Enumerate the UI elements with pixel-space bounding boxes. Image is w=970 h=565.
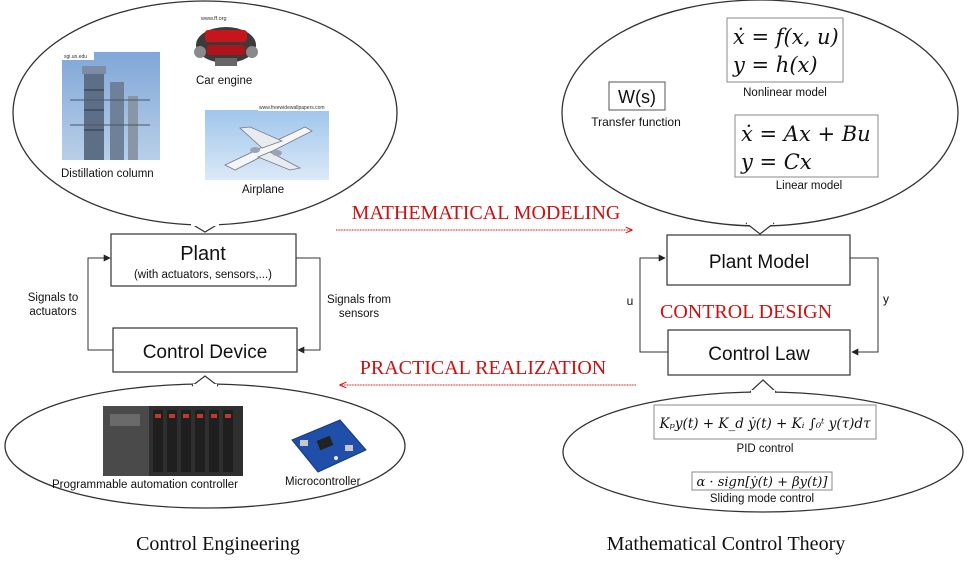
nonlinear-model-label: Nonlinear model [743, 87, 827, 99]
plant-title: Plant [180, 243, 226, 265]
transfer-function-label: Transfer function [591, 115, 681, 129]
signals-from-label-2: sensors [339, 308, 380, 320]
y-feedback-arrow [850, 257, 879, 356]
linear-model-label: Linear model [776, 180, 842, 192]
plant-model-box [666, 234, 851, 286]
signals-from-label-1: Signals from [327, 294, 391, 306]
plant-subtitle: (with actuators, sensors,...) [134, 269, 272, 281]
transfer-function-symbol: W(s) [618, 87, 656, 107]
plant-box [110, 233, 297, 287]
distillation-column-label: Distillation column [61, 168, 154, 180]
pid-box [653, 404, 877, 440]
pac-label: Programmable automation controller [52, 479, 238, 491]
car-engine-image: www.ff.org [193, 16, 258, 70]
u-label: u [627, 294, 634, 308]
linear-eq-1: ẋ = Ax + Bu [741, 122, 871, 146]
models-bubble: W(s) Transfer function ẋ = f(x, u) y = h… [561, 0, 959, 235]
control-device-block: Control Device [112, 327, 298, 373]
y-label: y [883, 292, 889, 306]
plant-examples-bubble: sgi.un.edu Distillation column www.ff.or… [12, 0, 398, 233]
airplane-label: Airplane [242, 184, 284, 196]
plant-block: Plant (with actuators, sensors,...) [110, 233, 297, 287]
signals-to-label-1: Signals to [28, 292, 79, 304]
sensor-feedback-arrow [296, 257, 321, 354]
airplane-url: www.freewidewallpapers.com [259, 105, 325, 111]
linear-model-box [734, 114, 879, 178]
control-law-block: Control Law [667, 329, 851, 376]
sliding-label: Sliding mode control [710, 493, 814, 505]
u-signal-arrow [639, 254, 668, 353]
control-engineering-caption: Control Engineering [136, 533, 300, 555]
car-engine-url: www.ff.org [200, 16, 227, 22]
control-laws-bubble-tail [749, 379, 777, 393]
distillation-url: sgi.un.edu [64, 54, 87, 60]
pac-image [103, 406, 243, 476]
actuator-signal-arrow [87, 254, 113, 351]
signals-to-label-2: actuators [29, 306, 77, 318]
nonlinear-model-box [726, 17, 844, 83]
control-law-title: Control Law [708, 344, 810, 365]
pid-label: PID control [737, 443, 794, 455]
mathematical-control-theory-caption: Mathematical Control Theory [607, 533, 845, 555]
models-bubble-tail [745, 222, 775, 235]
sliding-equation: α · sign[ẏ(t) + βy(t)] [697, 475, 829, 490]
car-engine-label: Car engine [196, 75, 252, 87]
sliding-box [691, 471, 833, 491]
microcontroller-label: Microcontroller [285, 476, 361, 488]
plant-model-block: Plant Model [666, 234, 851, 286]
practical-realization-label: PRACTICAL REALIZATION [360, 357, 606, 379]
nonlinear-eq-2: y = h(x) [732, 53, 818, 77]
microcontroller-image [291, 419, 367, 473]
mathematical-modeling-label: MATHEMATICAL MODELING [352, 202, 621, 224]
linear-eq-2: y = Cx [740, 150, 812, 174]
control-device-title: Control Device [143, 342, 268, 363]
distillation-column-image: sgi.un.edu [62, 52, 160, 160]
control-laws-bubble: Kₚy(t) + K_d ẏ(t) + Kᵢ ∫₀ᵗ y(τ)dτ PID co… [562, 379, 964, 513]
plant-model-title: Plant Model [709, 252, 809, 273]
transfer-function-box [608, 81, 666, 111]
controller-examples-bubble: Programmable automation controller Micro… [4, 375, 406, 509]
pid-equation: Kₚy(t) + K_d ẏ(t) + Kᵢ ∫₀ᵗ y(τ)dτ [658, 416, 871, 432]
bubble-tail-bottom [191, 375, 219, 387]
airplane-image: www.freewidewallpapers.com [205, 104, 332, 180]
nonlinear-eq-1: ẋ = f(x, u) [733, 25, 839, 49]
control-design-label: CONTROL DESIGN [660, 301, 832, 323]
